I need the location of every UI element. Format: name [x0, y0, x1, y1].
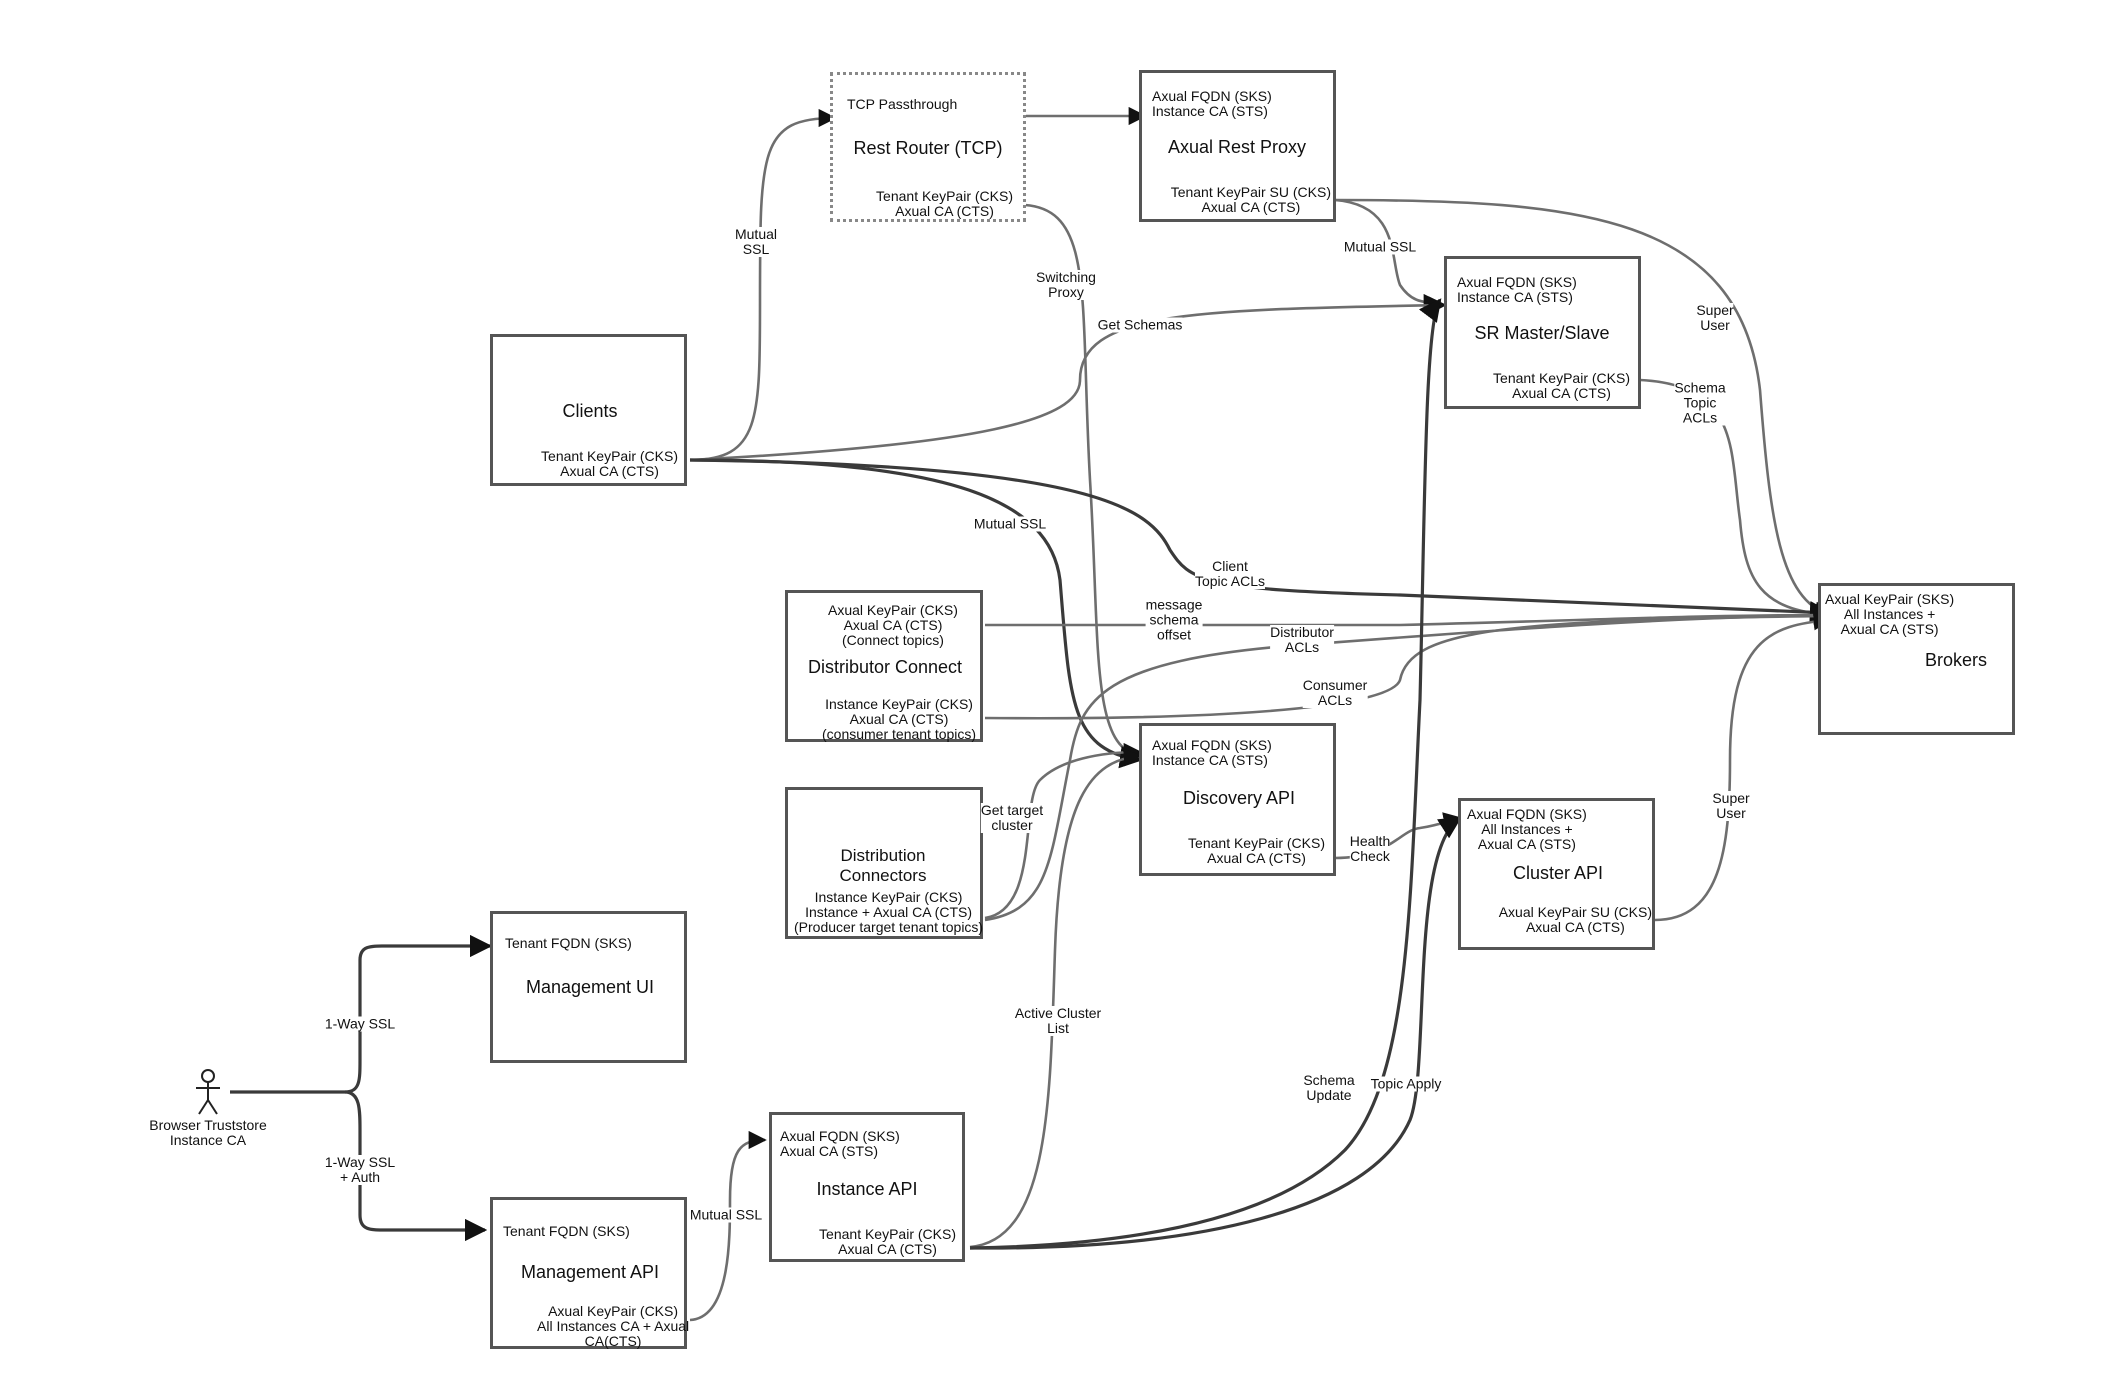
management-api-server-cert: Tenant FQDN (SKS)	[503, 1223, 630, 1239]
edge-actor-ui	[230, 934, 493, 1094]
cluster-api-credentials: Axual KeyPair SU (CKS) Axual CA (CTS)	[1498, 904, 1652, 935]
label-schema-topic-acls: Schema Topic ACLs	[1674, 379, 1726, 426]
label-health-check: Health Check	[1349, 833, 1391, 864]
edge-actor-mgmtapi	[344, 1090, 488, 1242]
label-super-user-cluster: Super User	[1712, 790, 1750, 821]
discovery-title: Discovery API	[1182, 788, 1296, 808]
distributor-connect-credentials: Instance KeyPair (CKS) Axual CA (CTS) (c…	[822, 696, 977, 742]
edge-proxy-brokers	[1334, 198, 1832, 619]
edge-cluster-brokers	[1654, 612, 1832, 922]
label-distributor-acls: Distributor ACLs	[1270, 624, 1334, 655]
management-api-credentials: Axual KeyPair (CKS) All Instances CA + A…	[537, 1303, 690, 1349]
label-one-way-ssl: 1-Way SSL	[324, 1015, 396, 1032]
edge-clients-router	[689, 108, 837, 462]
node-distribution-connectors: Distribution Connectors Instance KeyPair…	[785, 787, 983, 939]
rest-proxy-credentials: Tenant KeyPair SU (CKS) Axual CA (CTS)	[1170, 184, 1331, 215]
instance-api-credentials: Tenant KeyPair (CKS) Axual CA (CTS)	[819, 1226, 956, 1257]
distribution-connectors-title: Distribution Connectors	[839, 846, 927, 885]
distribution-connectors-credentials: Instance KeyPair (CKS) Instance + Axual …	[794, 889, 984, 935]
sr-title: SR Master/Slave	[1474, 323, 1610, 343]
edge-clients-sr	[689, 296, 1447, 462]
label-mutual-ssl-discovery: Mutual SSL	[973, 515, 1047, 532]
label-active-cluster-list: Active Cluster List	[1014, 1005, 1102, 1036]
edge-sr-brokers	[1639, 378, 1832, 623]
sr-credentials: Tenant KeyPair (CKS) Axual CA (CTS)	[1493, 370, 1630, 401]
rest-router-title: Rest Router (TCP)	[853, 138, 1003, 158]
node-rest-proxy: Axual FQDN (SKS) Instance CA (STS) Axual…	[1139, 70, 1336, 222]
instance-api-title: Instance API	[816, 1179, 918, 1199]
node-schema-registry: Axual FQDN (SKS) Instance CA (STS) SR Ma…	[1444, 256, 1641, 409]
label-message-schema-offset: message schema offset	[1145, 596, 1203, 643]
brokers-title: Brokers	[1924, 650, 1987, 670]
label-mutual-ssl-sr: Mutual SSL	[1343, 238, 1417, 255]
node-discovery-api: Axual FQDN (SKS) Instance CA (STS) Disco…	[1139, 723, 1336, 876]
rest-proxy-title: Axual Rest Proxy	[1167, 137, 1307, 157]
label-get-schemas: Get Schemas	[1097, 316, 1183, 333]
label-get-target-cluster: Get target cluster	[980, 802, 1044, 833]
label-schema-update: Schema Update	[1303, 1072, 1355, 1103]
edge-clients-discovery	[689, 458, 1143, 769]
person-icon	[196, 1069, 220, 1115]
management-ui-server-cert: Tenant FQDN (SKS)	[505, 935, 632, 951]
label-client-topic-acls: Client Topic ACLs	[1194, 558, 1266, 589]
actor-label: Browser Truststore Instance CA	[149, 1117, 267, 1148]
edge-dconn-distributor	[984, 606, 1832, 922]
rest-proxy-server-cert: Axual FQDN (SKS) Instance CA (STS)	[1152, 88, 1272, 119]
management-api-title: Management API	[520, 1262, 660, 1282]
clients-title: Clients	[562, 401, 618, 421]
edge-dconn-discovery	[984, 742, 1142, 920]
label-mutual-ssl-mgmt: Mutual SSL	[689, 1206, 763, 1223]
edge-instance-cluster	[969, 816, 1462, 1250]
node-management-ui: Tenant FQDN (SKS) Management UI	[490, 911, 687, 1063]
node-cluster-api: Axual FQDN (SKS) All Instances + Axual C…	[1458, 798, 1655, 950]
sr-server-cert: Axual FQDN (SKS) Instance CA (STS)	[1457, 274, 1577, 305]
clients-credentials: Tenant KeyPair (CKS) Axual CA (CTS)	[541, 448, 678, 479]
edge-instance-sr	[969, 298, 1442, 1250]
node-distributor-connect: Axual KeyPair (CKS) Axual CA (CTS) (Conn…	[785, 590, 983, 742]
node-management-api: Tenant FQDN (SKS) Management API Axual K…	[490, 1197, 690, 1349]
management-ui-title: Management UI	[525, 977, 655, 997]
node-rest-router: TCP Passthrough Rest Router (TCP) Tenant…	[830, 72, 1026, 222]
instance-api-server-cert: Axual FQDN (SKS) Axual CA (STS)	[780, 1128, 900, 1159]
brokers-server-cert: Axual KeyPair (SKS) All Instances + Axua…	[1825, 591, 1955, 637]
edge-mgmtapi-instance	[689, 1130, 767, 1322]
discovery-server-cert: Axual FQDN (SKS) Instance CA (STS)	[1152, 737, 1272, 768]
rest-router-credentials: Tenant KeyPair (CKS) Axual CA (CTS)	[876, 188, 1013, 219]
label-one-way-ssl-auth: 1-Way SSL + Auth	[324, 1154, 396, 1185]
node-brokers: Axual KeyPair (SKS) All Instances + Axua…	[1818, 583, 2015, 735]
edge-instance-discovery	[969, 748, 1142, 1249]
label-topic-apply: Topic Apply	[1370, 1075, 1442, 1092]
distributor-connect-title: Distributor Connect	[807, 657, 963, 677]
label-switching-proxy: Switching Proxy	[1036, 269, 1096, 300]
label-consumer-acls: Consumer ACLs	[1302, 677, 1368, 708]
cluster-api-server-cert: Axual FQDN (SKS) All Instances + Axual C…	[1467, 806, 1587, 852]
label-mutual-ssl-router: Mutual SSL	[734, 226, 778, 257]
node-clients: Clients Tenant KeyPair (CKS) Axual CA (C…	[490, 334, 687, 486]
cluster-api-title: Cluster API	[1512, 863, 1604, 883]
node-instance-api: Axual FQDN (SKS) Axual CA (STS) Instance…	[769, 1112, 965, 1262]
distributor-connect-server-cert: Axual KeyPair (CKS) Axual CA (CTS) (Conn…	[828, 602, 958, 648]
discovery-credentials: Tenant KeyPair (CKS) Axual CA (CTS)	[1188, 835, 1325, 866]
rest-router-passthrough: TCP Passthrough	[847, 96, 958, 112]
edge-dconnect-consumer	[984, 607, 1832, 720]
label-super-user-proxy: Super User	[1696, 302, 1734, 333]
